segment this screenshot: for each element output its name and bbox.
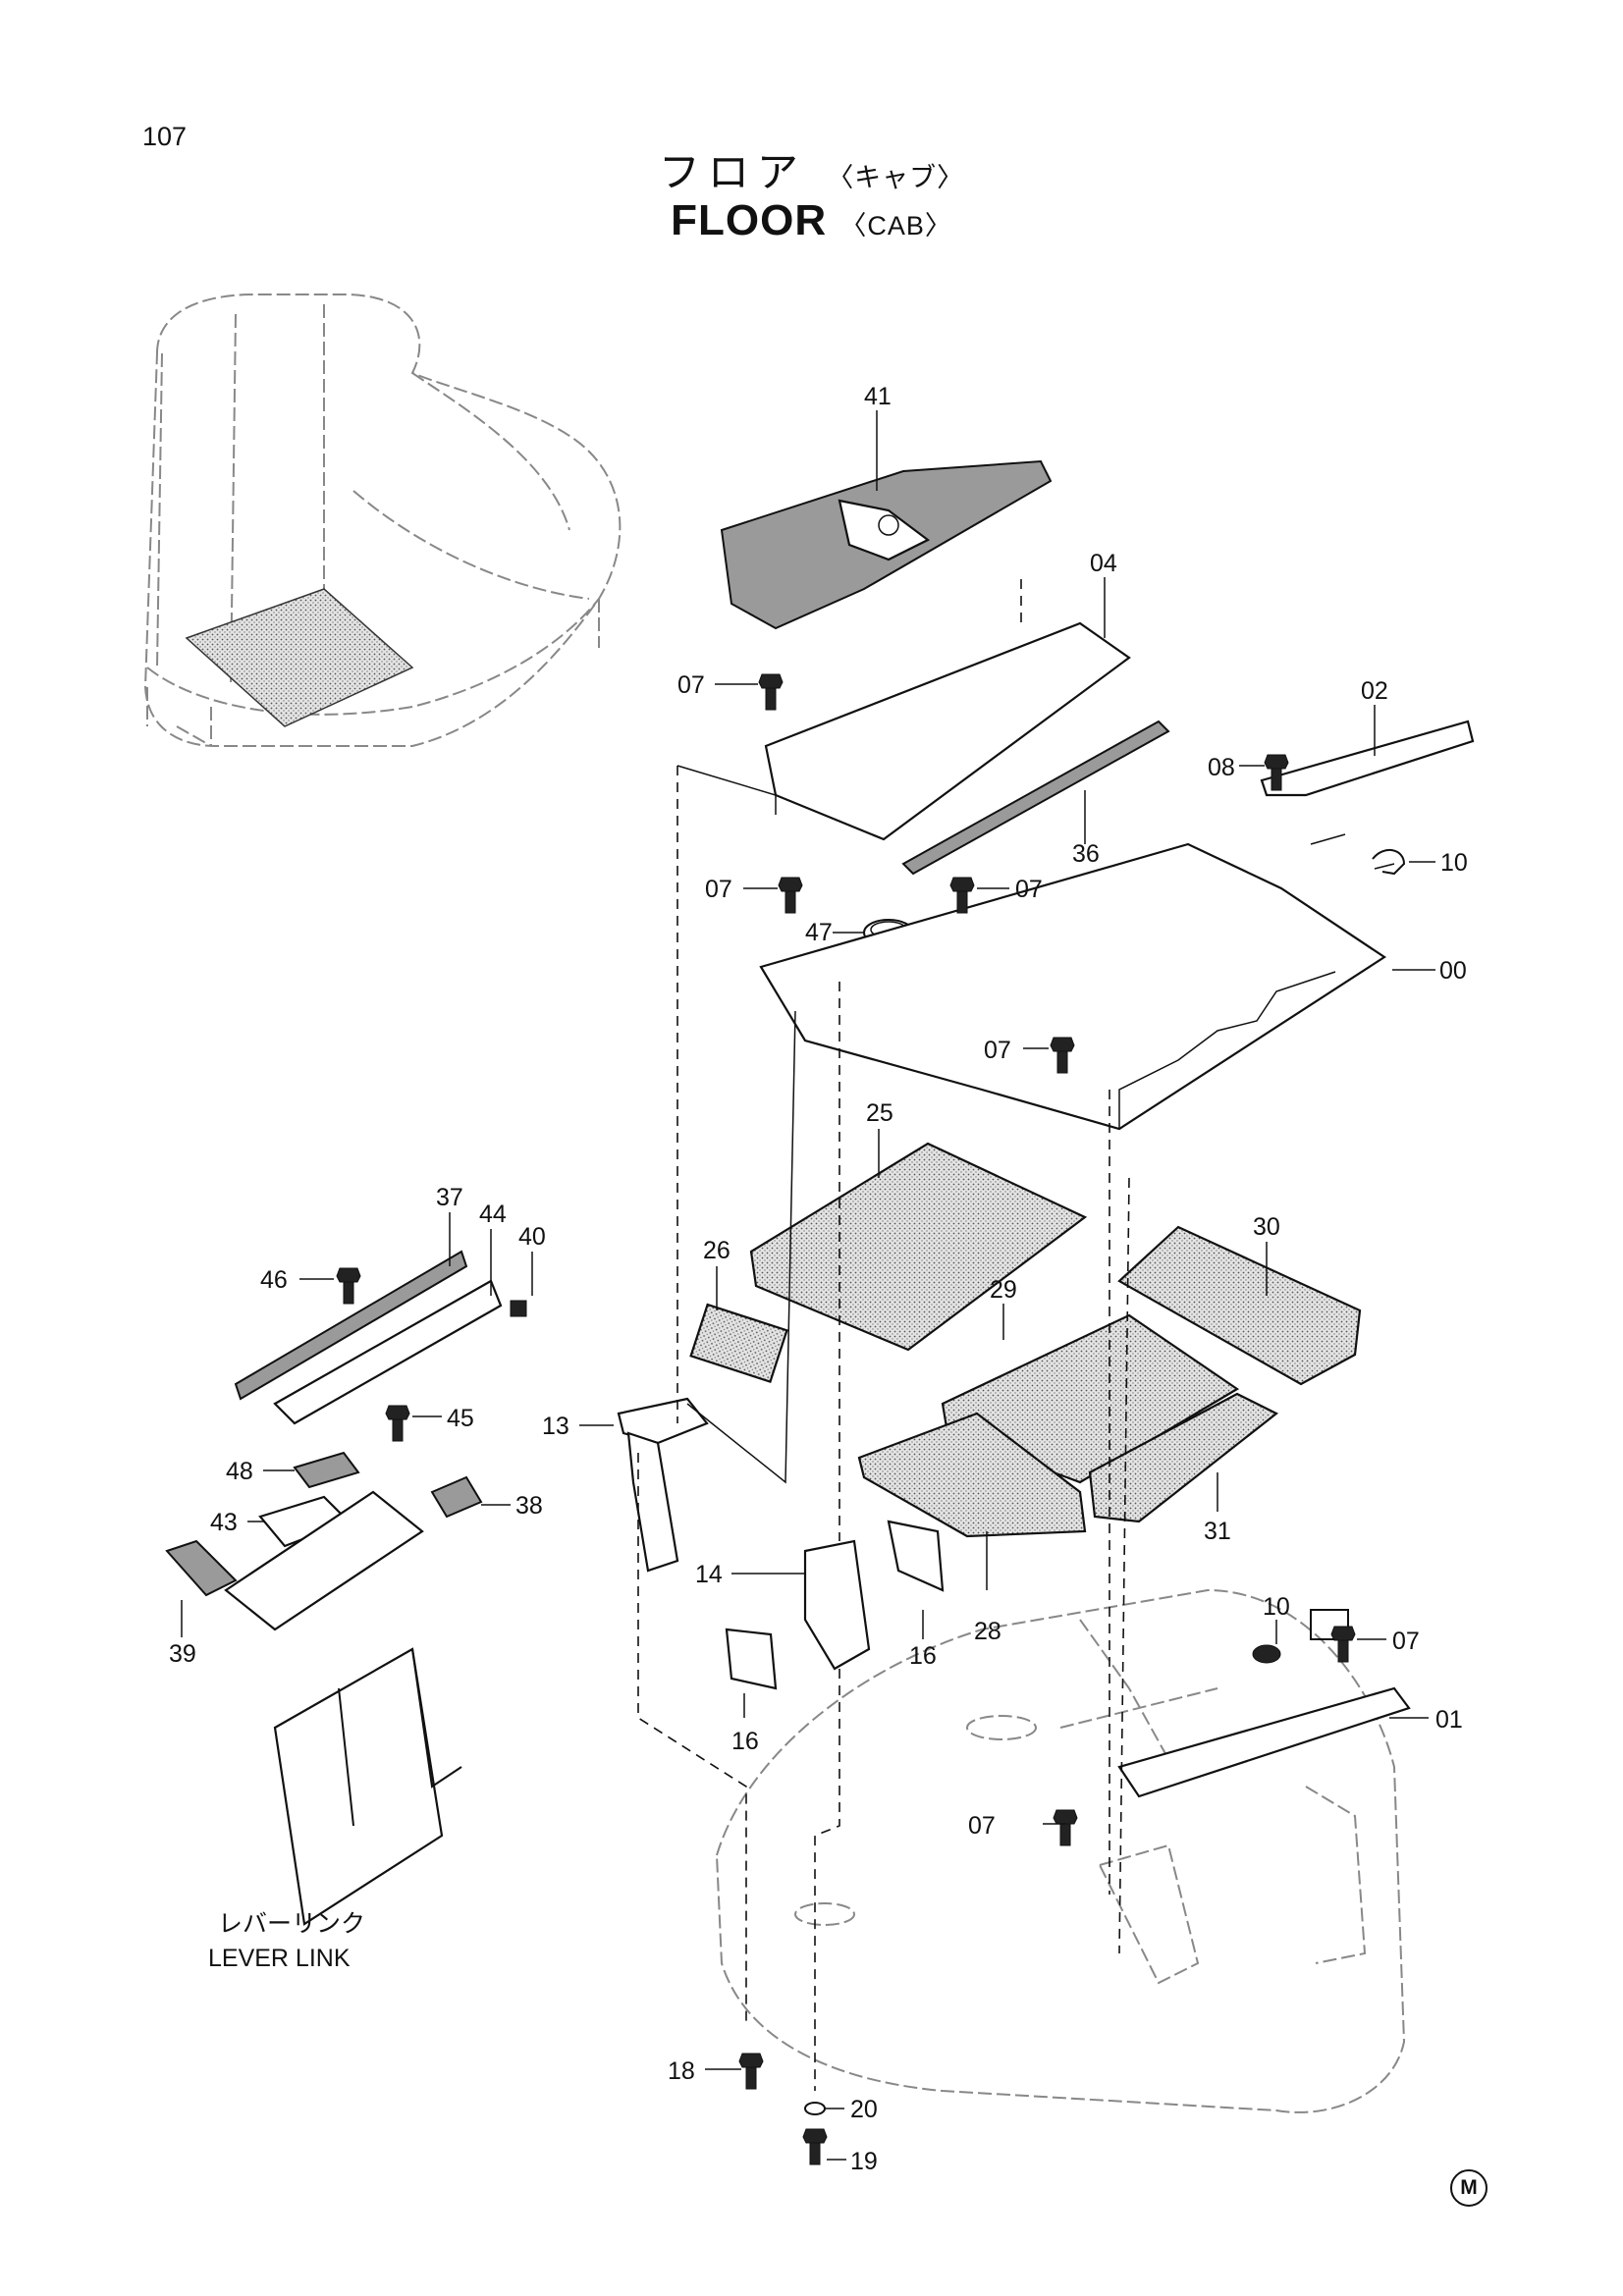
lever-link-caption-en: LEVER LINK [208,1945,351,1972]
part-16-b: 16 [731,1728,759,1755]
machine-overview-sketch [143,294,622,747]
leader-lines [181,410,1435,2161]
part-07-e: 07 [1392,1628,1420,1655]
title-japanese: フロア 〈キャブ〉 [0,139,1623,199]
part-08: 08 [1208,754,1235,781]
part-01: 01 [1435,1706,1463,1734]
part-40: 40 [518,1223,546,1251]
part-39: 39 [169,1640,196,1668]
part-19: 19 [850,2148,878,2175]
part-16-a: 16 [909,1642,937,1670]
part-43: 43 [210,1509,238,1536]
part-callouts: 41 04 02 07 08 10 36 07 07 47 00 07 25 3… [169,383,1468,2175]
part-18: 18 [668,2057,695,2085]
upper-floor-group [720,459,1475,1131]
title-english: FLOOR 〈CAB〉 [0,196,1623,245]
part-07-b: 07 [705,876,732,903]
part-07-d: 07 [984,1037,1011,1064]
circled-m-mark: M [1450,2169,1488,2207]
part-10-a: 10 [1440,849,1468,877]
lever-link-caption: レバーリンク LEVER LINK [208,1909,365,1972]
part-36: 36 [1072,840,1100,868]
title-en-main: FLOOR [671,196,828,244]
part-07-a: 07 [677,671,705,699]
title-en-sub: 〈CAB〉 [839,211,952,240]
part-14: 14 [695,1561,723,1588]
part-20: 20 [850,2096,878,2123]
middle-mats-group [689,1142,1362,1538]
part-10-b: 10 [1263,1593,1290,1621]
part-02: 02 [1361,677,1388,705]
title-jp-sub: 〈キャブ〉 [827,163,965,193]
part-46: 46 [260,1266,288,1294]
page-number: 107 [142,122,188,151]
part-04: 04 [1090,550,1117,577]
title-jp-main: フロア [658,148,806,196]
part-37: 37 [436,1184,463,1211]
part-38: 38 [515,1492,543,1520]
part-47: 47 [805,919,833,946]
fastener-symbols [336,673,1406,2165]
part-13: 13 [542,1413,569,1440]
part-07-c: 07 [1015,876,1043,903]
part-28: 28 [974,1618,1001,1645]
part-48: 48 [226,1458,253,1485]
part-07-f: 07 [968,1812,996,1840]
part-26: 26 [703,1237,730,1264]
alignment-lines [637,579,1130,2091]
lever-link-inset [165,1250,527,1926]
base-floor-group [715,1588,1411,2113]
part-31: 31 [1204,1518,1231,1545]
lever-link-caption-jp: レバーリンク [218,1909,365,1938]
part-25: 25 [866,1099,893,1127]
part-29: 29 [990,1276,1017,1304]
part-41: 41 [864,383,892,410]
part-45: 45 [447,1405,474,1432]
part-00: 00 [1439,957,1467,985]
part-44: 44 [479,1201,507,1228]
part-30: 30 [1253,1213,1280,1241]
brackets-group [617,1397,945,1690]
